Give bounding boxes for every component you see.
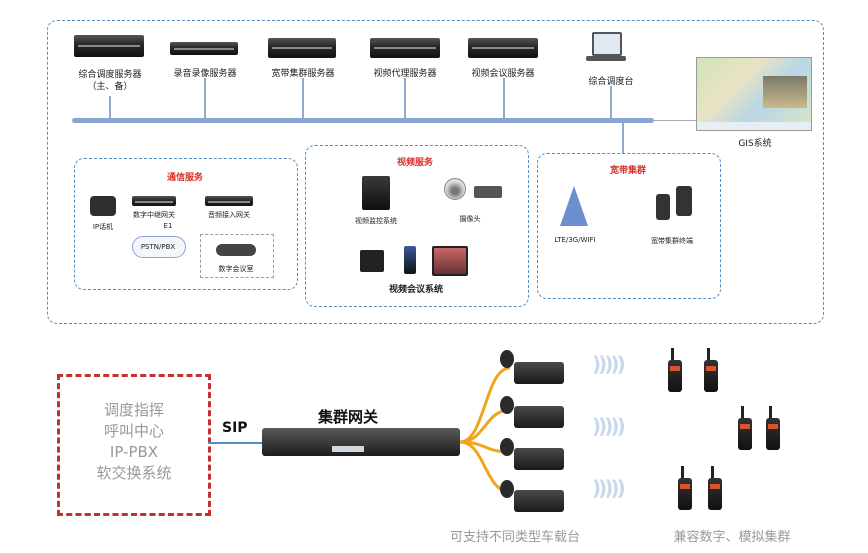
console-monitor-icon	[592, 32, 622, 56]
legacy-item: 软交换系统	[96, 464, 172, 482]
console-label: 综合调度台	[588, 77, 634, 87]
gateway-device	[262, 428, 460, 456]
conf-screen-icon	[432, 246, 468, 276]
comm-service-title: 通信服务	[166, 173, 203, 183]
vehicle-mic-icon	[500, 396, 514, 414]
e1-label: E1	[163, 222, 173, 230]
compat-label: 兼容数字、模拟集群	[673, 530, 791, 545]
handheld-radio-icon	[766, 406, 780, 450]
vehicle-mic-icon	[500, 438, 514, 456]
gis-link	[654, 120, 696, 121]
legacy-item: IP-PBX	[109, 443, 159, 461]
handheld-radio-icon	[678, 466, 692, 510]
vehicle-radio-icon	[514, 448, 564, 470]
radio-wave-icon: )))))	[592, 414, 626, 438]
video-service-title: 视频服务	[396, 158, 433, 168]
server-recording-label: 录音录像服务器	[173, 69, 237, 79]
conf-monitor-icon	[360, 250, 384, 272]
legacy-list: 调度指挥 呼叫中心 IP-PBX 软交换系统	[60, 400, 208, 484]
sip-label: SIP	[222, 420, 248, 436]
audio-gateway-label: 音频接入网关	[208, 211, 250, 219]
network-bus	[72, 118, 654, 123]
radio-wave-icon: )))))	[592, 476, 626, 500]
server-video-conf	[468, 38, 538, 58]
server-broadband	[268, 38, 336, 58]
audio-gateway-device	[205, 196, 253, 206]
broadband-terminal-label: 宽带集群终端	[651, 237, 693, 245]
gateway-label: 集群网关	[318, 408, 379, 426]
radio-wave-icon: )))))	[592, 352, 626, 376]
broadband-box	[537, 153, 721, 299]
camera-label: 摄像头	[459, 215, 481, 223]
sip-link	[208, 442, 264, 444]
legacy-systems-box	[57, 374, 211, 516]
server-video-proxy	[370, 38, 440, 58]
gis-label: GIS系统	[738, 139, 772, 149]
ip-phone-label: IP话机	[92, 223, 114, 231]
digital-conf-label: 数字会议室	[218, 265, 254, 273]
handheld-radio-icon	[738, 406, 752, 450]
system-boundary	[47, 20, 824, 324]
legacy-item: 呼叫中心	[103, 422, 164, 440]
box-camera-icon	[474, 186, 502, 198]
broadband-network-label: LTE/3G/WIFI	[554, 236, 596, 244]
vehicle-mic-icon	[500, 480, 514, 498]
server-video-proxy-label: 视频代理服务器	[373, 69, 437, 79]
broadband-title: 宽带集群	[609, 166, 646, 176]
vehicle-mic-icon	[500, 350, 514, 368]
server-dispatch-label: 综合调度服务器	[78, 70, 142, 80]
handheld-radio-icon	[704, 348, 718, 392]
video-monitor-label: 视频监控系统	[355, 217, 397, 225]
handheld-radio-icon	[708, 466, 722, 510]
digital-trunk-device	[132, 196, 176, 206]
vehicle-radio-icon	[514, 362, 564, 384]
pstn-cloud-icon	[132, 236, 186, 258]
gis-map-image	[696, 57, 812, 131]
conf-tower-icon	[404, 246, 416, 274]
ip-phone-icon	[90, 196, 116, 216]
broadband-phone-icon-2	[676, 186, 692, 216]
video-conf-label: 视频会议系统	[388, 285, 443, 295]
server-dispatch	[74, 35, 144, 57]
digital-conf-frame	[200, 234, 274, 278]
dome-camera-icon	[444, 178, 466, 200]
vehicle-radio-icon	[514, 490, 564, 512]
comm-service-box	[74, 158, 298, 290]
legacy-item: 调度指挥	[103, 401, 164, 419]
server-recording	[170, 42, 238, 55]
pstn-label: PSTN/PBX	[140, 243, 176, 251]
video-service-box	[305, 145, 529, 307]
handheld-radio-icon	[668, 348, 682, 392]
server-dispatch-sub: （主、备）	[87, 82, 133, 92]
digital-trunk-label: 数字中继网关	[133, 211, 175, 219]
console-keyboard-icon	[586, 56, 626, 61]
broadband-phone-icon-1	[656, 194, 670, 220]
server-broadband-label: 宽带集群服务器	[271, 69, 335, 79]
conference-mic-icon	[216, 244, 256, 256]
vehicle-radio-icon	[514, 406, 564, 428]
cell-tower-icon	[560, 186, 588, 226]
video-monitor-icon	[362, 176, 390, 210]
server-video-conf-label: 视频会议服务器	[471, 69, 535, 79]
vehicle-label: 可支持不同类型车载台	[449, 530, 580, 545]
